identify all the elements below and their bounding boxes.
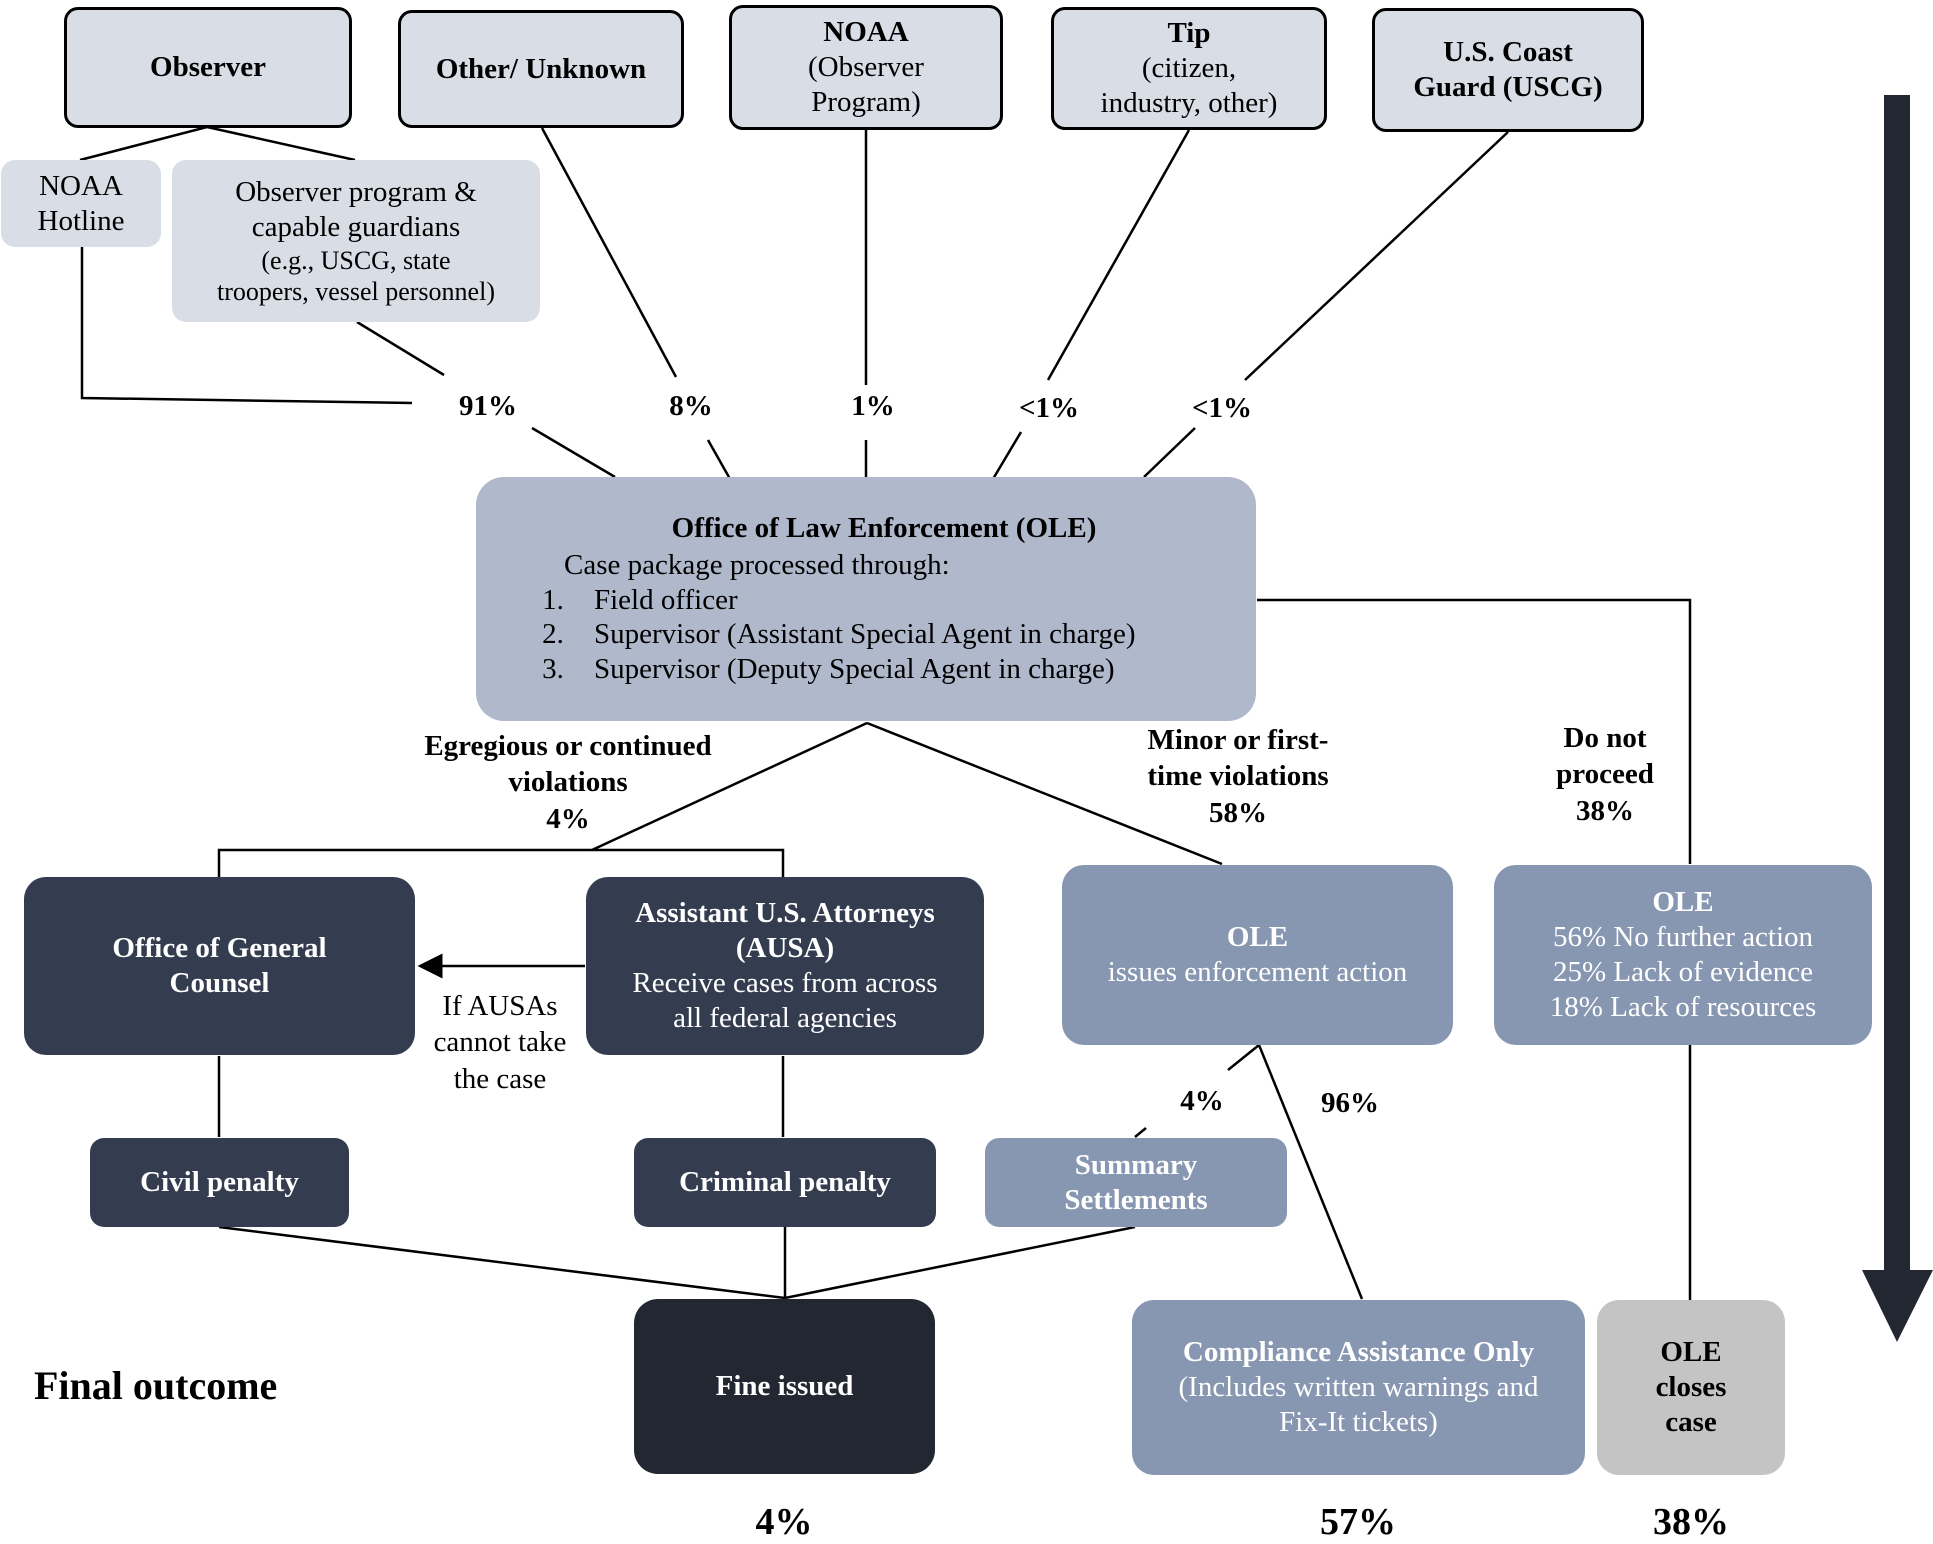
pct-compliance: 96% — [1321, 1087, 1379, 1119]
ole-step-text: Supervisor (Assistant Special Agent in c… — [594, 618, 1136, 651]
ole-closed-reason-3: 18% Lack of resources — [1549, 990, 1817, 1023]
ausa-note: If AUSAs cannot take the case — [410, 988, 590, 1097]
source-observer: Observer — [64, 7, 352, 128]
source-tip-sub2: industry, other) — [1100, 86, 1278, 119]
ole-title: Office of Law Enforcement (OLE) — [671, 512, 1097, 544]
pct-observer: 91% — [459, 390, 517, 422]
ole-closes-case-box: OLE closes case — [1597, 1300, 1785, 1475]
source-observer-label: Observer — [150, 51, 266, 84]
ausa-note-line3: the case — [453, 1062, 547, 1095]
compliance-assistance-box: Compliance Assistance Only (Includes wri… — [1132, 1300, 1585, 1475]
hotline-line1: NOAA — [39, 169, 123, 202]
sub-source-observer-program: Observer program & capable guardians (e.… — [172, 160, 540, 322]
summary-line2: Settlements — [1064, 1183, 1208, 1216]
sub-source-noaa-hotline: NOAA Hotline — [1, 160, 161, 247]
ausa-title2: (AUSA) — [735, 932, 835, 965]
donot-pct: 38% — [1576, 794, 1634, 827]
branch-minor-label: Minor or first- time violations 58% — [1120, 722, 1356, 831]
source-noaa-sub2: Program) — [811, 85, 921, 118]
program-line2: capable guardians — [251, 210, 461, 243]
ole-no-proceed-box: OLE 56% No further action 25% Lack of ev… — [1494, 865, 1872, 1045]
ole-action-title: OLE — [1226, 921, 1289, 954]
ole-step-num: 2. — [542, 618, 564, 651]
compliance-line3: Fix-It tickets) — [1279, 1405, 1438, 1438]
minor-line2: time violations — [1147, 760, 1329, 793]
ole-main-box: Office of Law Enforcement (OLE) Case pac… — [476, 477, 1256, 721]
source-tip-title: Tip — [1167, 17, 1211, 50]
egregious-pct: 4% — [546, 802, 590, 835]
closes-line2: closes — [1655, 1371, 1727, 1404]
source-other-label: Other/ Unknown — [435, 52, 647, 85]
pct-noaa: 1% — [851, 390, 895, 422]
ole-step-num: 3. — [542, 653, 564, 686]
branch-donot-label: Do not proceed 38% — [1530, 720, 1680, 829]
ole-enforcement-action-box: OLE issues enforcement action — [1062, 865, 1453, 1045]
source-noaa-title: NOAA — [823, 16, 909, 49]
pct-compliance-outcome: 57% — [1320, 1501, 1396, 1543]
minor-line1: Minor or first- — [1147, 724, 1329, 756]
fine-issued-label: Fine issued — [715, 1370, 854, 1403]
source-noaa: NOAA (Observer Program) — [729, 5, 1003, 130]
source-tip: Tip (citizen, industry, other) — [1051, 7, 1327, 130]
criminal-penalty-box: Criminal penalty — [634, 1138, 936, 1227]
fine-issued-box: Fine issued — [634, 1299, 935, 1474]
ole-step-num: 1. — [542, 583, 564, 616]
ole-step-text: Supervisor (Deputy Special Agent in char… — [594, 653, 1115, 686]
office-general-counsel-box: Office of General Counsel — [24, 877, 415, 1055]
ole-step-3: 3. Supervisor (Deputy Special Agent in c… — [512, 652, 1115, 687]
program-line4: troopers, vessel personnel) — [217, 276, 495, 306]
criminal-penalty-label: Criminal penalty — [679, 1166, 891, 1199]
egregious-line2: violations — [508, 766, 628, 799]
donot-line2: proceed — [1556, 758, 1654, 791]
source-tip-sub1: (citizen, — [1141, 52, 1237, 85]
pct-summary-settlements: 4% — [1180, 1085, 1224, 1117]
ausa-title1: Assistant U.S. Attorneys — [635, 897, 935, 930]
civil-penalty-box: Civil penalty — [90, 1138, 349, 1227]
donot-line1: Do not — [1563, 722, 1647, 754]
source-uscg: U.S. Coast Guard (USCG) — [1372, 8, 1644, 132]
pct-other: 8% — [669, 390, 713, 422]
ole-step-text: Field officer — [594, 583, 738, 616]
summary-line1: Summary — [1074, 1148, 1198, 1181]
closes-line3: case — [1665, 1405, 1717, 1438]
source-uscg-line2: Guard (USCG) — [1413, 71, 1603, 103]
ole-action-desc: issues enforcement action — [1107, 956, 1408, 988]
compliance-line2: (Includes written warnings and — [1178, 1371, 1539, 1404]
final-outcome-label: Final outcome — [34, 1363, 278, 1408]
ole-step-1: 1. Field officer — [512, 583, 738, 618]
ogc-line1: Office of General — [112, 932, 327, 965]
ausa-desc1: Receive cases from across — [632, 967, 938, 999]
ausa-box: Assistant U.S. Attorneys (AUSA) Receive … — [586, 877, 984, 1055]
ole-step-2: 2. Supervisor (Assistant Special Agent i… — [512, 617, 1136, 652]
hotline-line2: Hotline — [37, 204, 125, 237]
ausa-note-line2: cannot take — [433, 1026, 567, 1059]
program-line3: (e.g., USCG, state — [261, 245, 451, 275]
ole-closed-title: OLE — [1652, 886, 1714, 919]
branch-egregious-label: Egregious or continued violations 4% — [392, 728, 744, 837]
pct-fine-outcome: 4% — [755, 1501, 813, 1543]
minor-pct: 58% — [1209, 796, 1267, 829]
source-uscg-line1: U.S. Coast — [1443, 36, 1573, 69]
summary-settlements-box: Summary Settlements — [985, 1138, 1287, 1227]
program-line1: Observer program & — [235, 176, 477, 209]
pct-uscg: <1% — [1191, 392, 1253, 424]
civil-penalty-label: Civil penalty — [140, 1166, 299, 1199]
ogc-line2: Counsel — [169, 967, 270, 999]
egregious-line1: Egregious or continued — [424, 730, 712, 762]
source-noaa-sub1: (Observer — [808, 51, 924, 84]
pct-closes-outcome: 38% — [1653, 1501, 1729, 1543]
ole-closed-reason-1: 56% No further action — [1552, 921, 1814, 954]
ausa-desc2: all federal agencies — [673, 1001, 897, 1034]
source-other-unknown: Other/ Unknown — [398, 10, 684, 128]
ole-subtitle: Case package processed through: — [564, 548, 950, 581]
process-arrow-shaft — [1884, 95, 1910, 1270]
closes-line1: OLE — [1660, 1336, 1722, 1369]
process-arrow-head — [1862, 1270, 1933, 1342]
ausa-note-line1: If AUSAs — [442, 990, 558, 1022]
ole-closed-reason-2: 25% Lack of evidence — [1552, 956, 1814, 988]
compliance-line1: Compliance Assistance Only — [1182, 1336, 1535, 1369]
pct-tip: <1% — [1018, 392, 1080, 424]
